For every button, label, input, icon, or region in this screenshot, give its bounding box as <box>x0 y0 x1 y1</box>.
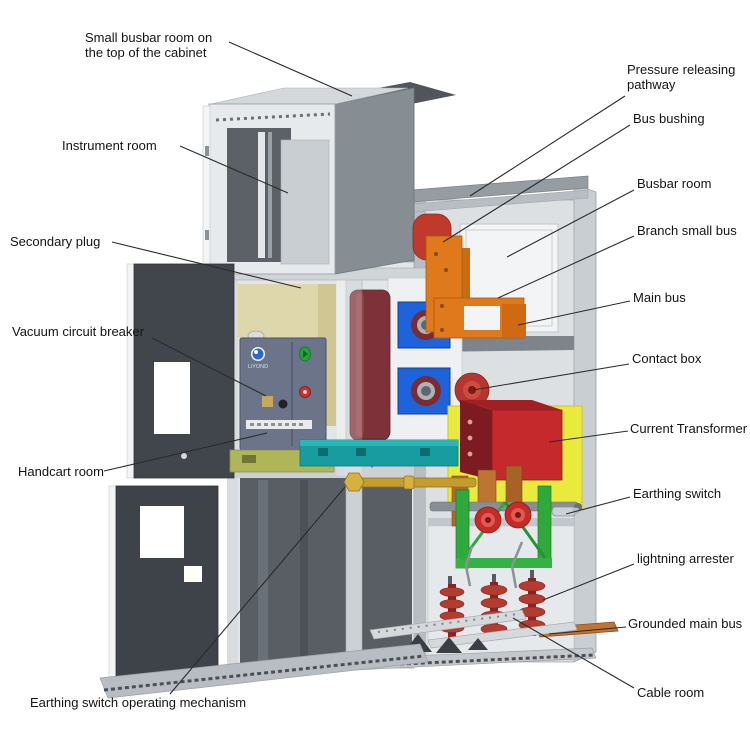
label-secondary-plug: Secondary plug <box>10 234 101 249</box>
label-pressure-releasing-pathway: Pressure releasing pathway <box>627 62 736 93</box>
leader-current-transformer <box>548 430 629 443</box>
leader-bus-bushing <box>442 124 631 243</box>
label-instrument-room: Instrument room <box>62 138 157 153</box>
label-busbar-room: Busbar room <box>637 176 712 191</box>
leader-branch-small-bus <box>497 235 635 299</box>
leader-secondary-plug <box>111 241 302 289</box>
leader-pressure-releasing-pathway <box>469 95 626 197</box>
leader-grounded-main-bus <box>548 626 627 635</box>
label-vacuum-circuit-breaker: Vacuum circuit breaker <box>12 324 144 339</box>
cable-room-part <box>99 570 619 699</box>
leader-handcart-room <box>103 432 268 472</box>
leader-busbar-room <box>506 189 635 258</box>
leader-small-busbar-room <box>228 41 353 97</box>
label-lightning-arrester: lightning arrester <box>637 551 734 566</box>
leader-lines <box>103 41 635 695</box>
label-grounded-main-bus: Grounded main bus <box>628 616 743 631</box>
label-bus-bushing: Bus bushing <box>633 111 705 126</box>
label-branch-small-bus: Branch small bus <box>637 223 737 238</box>
label-contact-box: Contact box <box>632 351 702 366</box>
leader-earthing-switch <box>565 496 631 515</box>
earthing-switch-pin <box>551 506 577 517</box>
instrument-room-box <box>202 82 456 275</box>
label-cable-room: Cable room <box>637 685 705 700</box>
leader-vacuum-circuit-breaker <box>151 337 267 397</box>
label-main-bus: Main bus <box>633 290 686 305</box>
shaft-hex-coupling <box>343 472 365 492</box>
leader-contact-box <box>472 363 630 391</box>
label-handcart-room: Handcart room <box>18 464 104 479</box>
cable-gland-2 <box>436 637 462 653</box>
leader-cable-room <box>512 617 635 689</box>
label-current-transformer: Current Transformer <box>630 421 748 436</box>
leader-main-bus <box>517 300 631 326</box>
label-earthing-switch-operating-mechanism: Earthing switch operating mechanism <box>30 695 247 710</box>
handcart-rail-beam <box>296 439 459 467</box>
label-earthing-switch: Earthing switch <box>633 486 722 501</box>
vcb-logo-text: LiYOND <box>248 364 268 370</box>
leader-earthing-switch-operating-mechanism <box>169 486 346 695</box>
cable-gland-3 <box>468 638 488 650</box>
leader-lightning-arrester <box>542 563 635 601</box>
label-small-busbar-room: Small busbar room on the top of the cabi… <box>85 30 213 61</box>
vcb-keyhole <box>278 399 288 409</box>
lower-door <box>108 485 219 685</box>
operating-shaft <box>343 472 477 492</box>
bus-assembly <box>412 213 526 339</box>
leader-instrument-room <box>179 145 289 194</box>
vcb-handcart: LiYOND <box>229 284 336 473</box>
